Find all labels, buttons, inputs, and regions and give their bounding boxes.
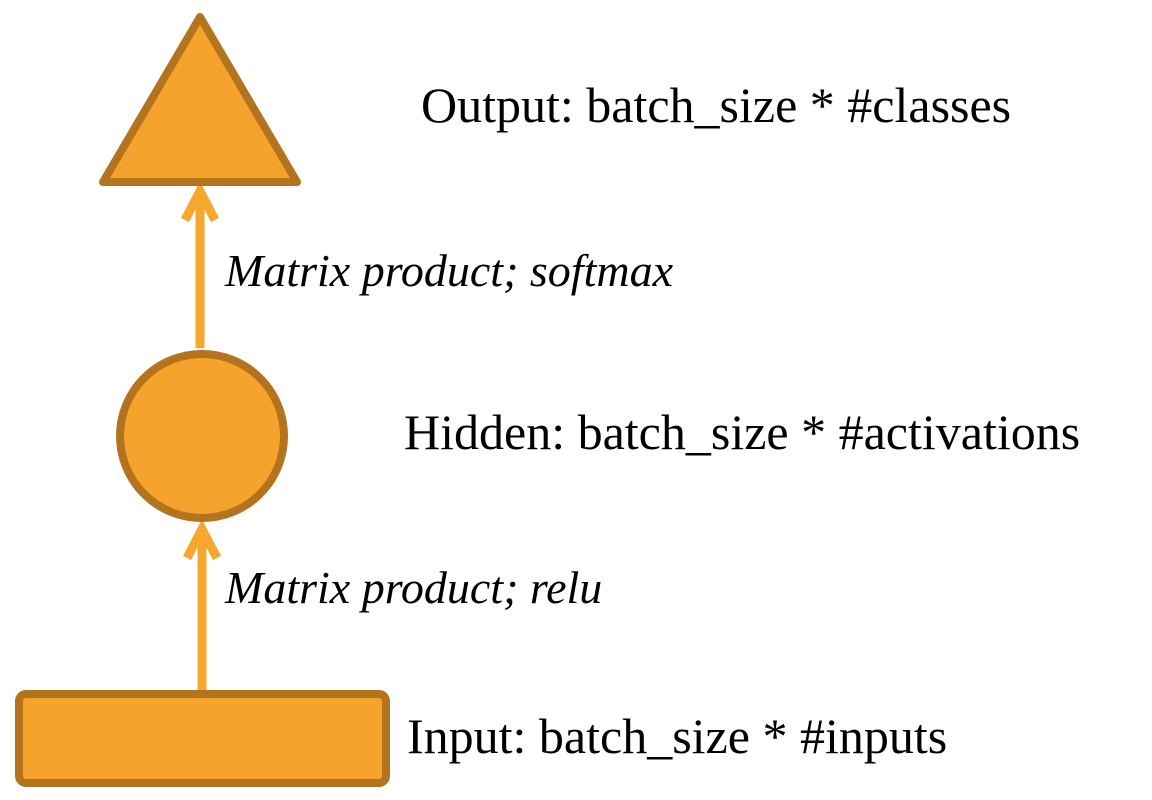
input-node-rectangle	[15, 690, 390, 787]
arrow-hidden-to-output	[181, 181, 219, 348]
relu-edge-label: Matrix product; relu	[225, 562, 603, 613]
arrow-head-icon	[181, 181, 219, 223]
hidden-label: Hidden: batch_size * #activations	[404, 404, 1081, 460]
hidden-node-circle	[116, 350, 288, 522]
arrow-input-to-hidden	[183, 519, 221, 690]
arrow-head-icon	[183, 519, 221, 561]
input-label: Input: batch_size * #inputs	[407, 708, 948, 764]
output-label: Output: batch_size * #classes	[421, 77, 1012, 133]
output-node-triangle	[99, 13, 301, 186]
softmax-edge-label: Matrix product; softmax	[225, 245, 674, 296]
